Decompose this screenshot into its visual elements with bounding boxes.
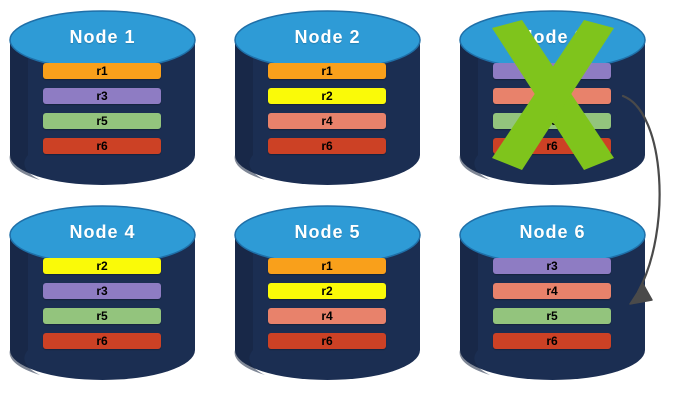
replica-bar[interactable]: r6 bbox=[268, 138, 386, 154]
replica-bar[interactable]: r4 bbox=[493, 88, 611, 104]
node-cylinder-node-2[interactable]: Node 2 r1 r2 r4 r6 bbox=[234, 10, 421, 185]
node-cylinder-node-4[interactable]: Node 4 r2 r3 r5 r6 bbox=[9, 205, 196, 380]
node-cylinder-node-6[interactable]: Node 6 r3 r4 r5 r6 bbox=[459, 205, 646, 380]
replica-bar[interactable]: r3 bbox=[43, 88, 161, 104]
replica-bar[interactable]: r4 bbox=[268, 113, 386, 129]
replica-bar[interactable]: r5 bbox=[493, 308, 611, 324]
replica-bar[interactable]: r1 bbox=[268, 63, 386, 79]
replica-list: r1 r2 r4 r6 bbox=[268, 63, 386, 154]
replica-bar[interactable]: r3 bbox=[493, 258, 611, 274]
replica-bar[interactable]: r5 bbox=[493, 113, 611, 129]
replica-bar[interactable]: r2 bbox=[268, 283, 386, 299]
replica-list: r1 r2 r4 r6 bbox=[268, 258, 386, 349]
node-cylinder-node-3[interactable]: Node 3 r3 r4 r5 r6 bbox=[459, 10, 646, 185]
replica-bar[interactable]: r1 bbox=[268, 258, 386, 274]
replica-list: r3 r4 r5 r6 bbox=[493, 258, 611, 349]
replica-bar[interactable]: r4 bbox=[493, 283, 611, 299]
node-cylinder-node-1[interactable]: Node 1 r1 r3 r5 r6 bbox=[9, 10, 196, 185]
replica-bar[interactable]: r6 bbox=[493, 138, 611, 154]
replica-bar[interactable]: r2 bbox=[268, 88, 386, 104]
replica-bar[interactable]: r6 bbox=[493, 333, 611, 349]
replica-bar[interactable]: r5 bbox=[43, 113, 161, 129]
replica-bar[interactable]: r6 bbox=[43, 138, 161, 154]
replica-list: r2 r3 r5 r6 bbox=[43, 258, 161, 349]
replica-list: r3 r4 r5 r6 bbox=[493, 63, 611, 154]
replica-bar[interactable]: r1 bbox=[43, 63, 161, 79]
replica-bar[interactable]: r6 bbox=[43, 333, 161, 349]
replica-bar[interactable]: r2 bbox=[43, 258, 161, 274]
replica-bar[interactable]: r3 bbox=[43, 283, 161, 299]
replica-bar[interactable]: r3 bbox=[493, 63, 611, 79]
replica-bar[interactable]: r4 bbox=[268, 308, 386, 324]
replica-list: r1 r3 r5 r6 bbox=[43, 63, 161, 154]
node-cylinder-node-5[interactable]: Node 5 r1 r2 r4 r6 bbox=[234, 205, 421, 380]
replica-bar[interactable]: r5 bbox=[43, 308, 161, 324]
replica-bar[interactable]: r6 bbox=[268, 333, 386, 349]
